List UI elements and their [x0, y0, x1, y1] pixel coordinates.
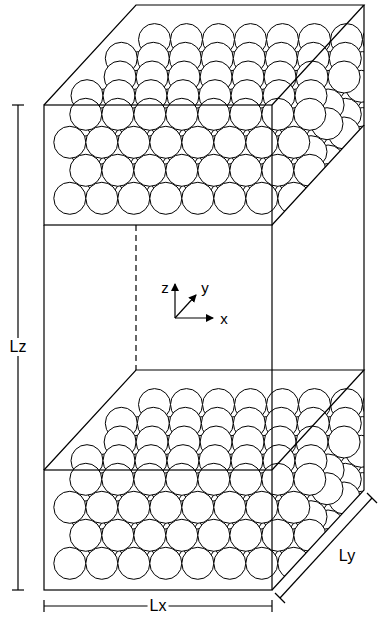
dimension-label: Lz	[8, 338, 29, 356]
sphere	[118, 491, 150, 523]
sphere	[150, 491, 182, 523]
sphere	[70, 154, 102, 186]
sphere	[198, 154, 230, 186]
axis-label: y	[199, 279, 211, 296]
sphere	[230, 154, 262, 186]
sphere	[54, 547, 86, 579]
sphere	[182, 491, 214, 523]
sphere	[262, 154, 294, 186]
sphere	[198, 98, 230, 130]
sphere	[363, 24, 386, 56]
axis-label: z	[159, 279, 171, 296]
sphere	[363, 445, 386, 477]
sphere	[230, 519, 262, 551]
sphere	[102, 154, 134, 186]
sphere	[118, 126, 150, 158]
sphere	[214, 547, 246, 579]
sphere	[134, 519, 166, 551]
sphere	[166, 519, 198, 551]
sphere	[246, 126, 278, 158]
dimension-label: Ly	[337, 547, 357, 565]
sphere	[134, 154, 166, 186]
sphere	[294, 98, 326, 130]
sphere	[102, 463, 134, 495]
dimension-label: Lx	[148, 597, 169, 615]
sphere	[150, 547, 182, 579]
sphere	[246, 491, 278, 523]
sphere	[262, 519, 294, 551]
sphere	[70, 519, 102, 551]
sphere	[294, 519, 326, 551]
sphere	[198, 463, 230, 495]
sphere	[230, 463, 262, 495]
sphere	[182, 182, 214, 214]
sphere	[246, 547, 278, 579]
sphere	[118, 547, 150, 579]
sphere	[182, 126, 214, 158]
sphere	[70, 98, 102, 130]
sphere	[118, 182, 150, 214]
sphere	[363, 80, 386, 112]
sphere	[166, 154, 198, 186]
sphere	[102, 519, 134, 551]
sphere	[278, 182, 310, 214]
sphere	[54, 491, 86, 523]
sphere	[262, 463, 294, 495]
sphere	[54, 126, 86, 158]
axis-label: x	[218, 310, 230, 327]
sphere	[246, 182, 278, 214]
sphere	[214, 491, 246, 523]
sphere	[166, 463, 198, 495]
sphere	[262, 98, 294, 130]
sphere	[134, 98, 166, 130]
sphere	[182, 547, 214, 579]
sphere	[278, 491, 310, 523]
sphere	[86, 547, 118, 579]
sphere	[214, 126, 246, 158]
sphere	[86, 491, 118, 523]
sphere	[363, 389, 386, 421]
sphere	[230, 98, 262, 130]
sphere	[328, 61, 360, 93]
sphere	[102, 98, 134, 130]
sphere	[150, 182, 182, 214]
sphere	[328, 426, 360, 458]
sphere	[86, 182, 118, 214]
sphere	[278, 547, 310, 579]
sphere	[54, 182, 86, 214]
sphere	[150, 126, 182, 158]
sphere	[70, 463, 102, 495]
sphere	[166, 98, 198, 130]
sphere	[198, 519, 230, 551]
sphere	[86, 126, 118, 158]
sphere	[278, 126, 310, 158]
sphere	[294, 463, 326, 495]
sphere	[294, 154, 326, 186]
sphere	[214, 182, 246, 214]
sphere	[134, 463, 166, 495]
